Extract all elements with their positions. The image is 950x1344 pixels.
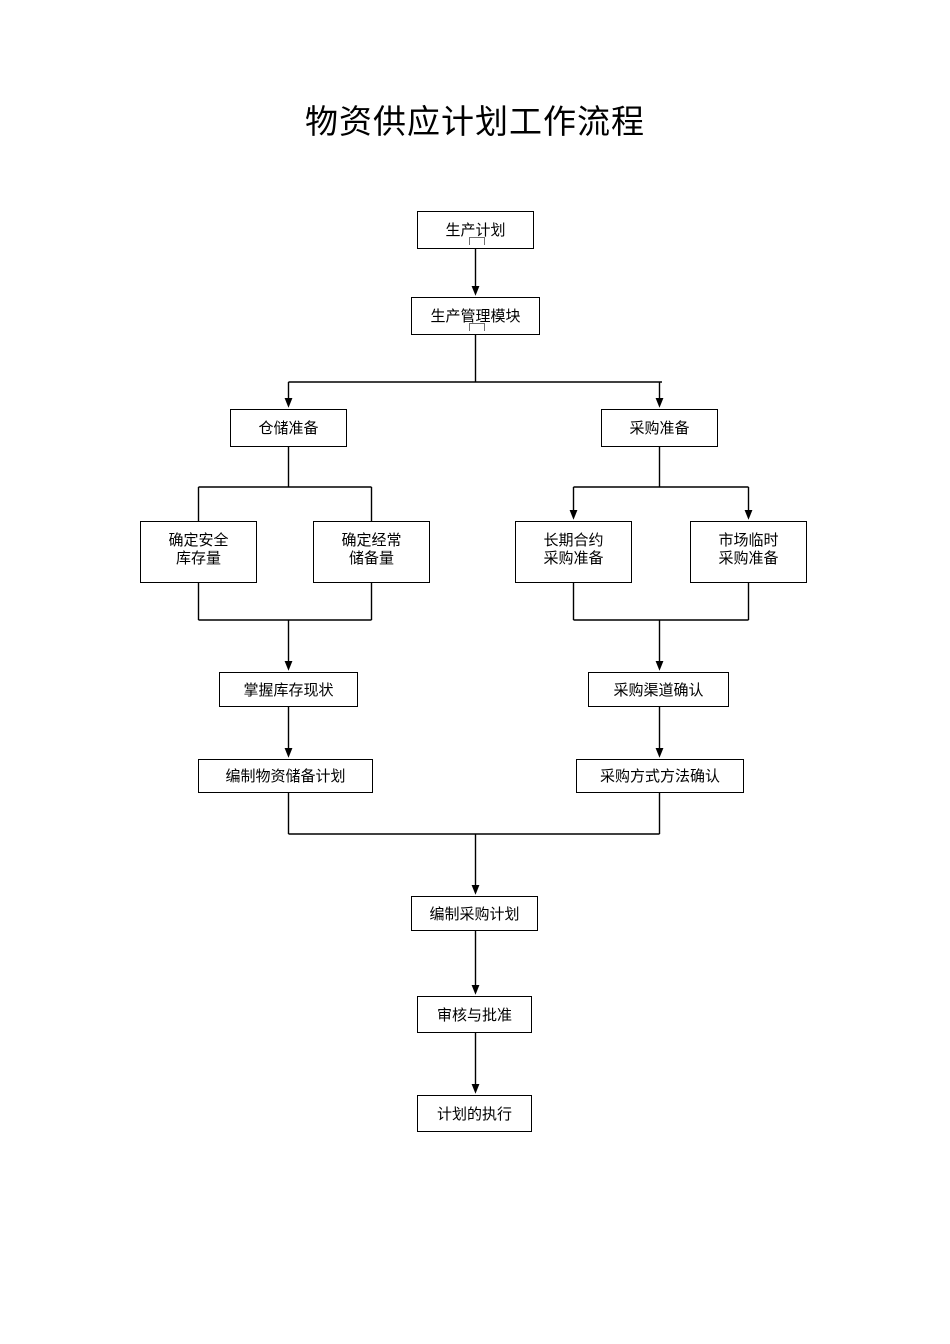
- node-ji-hua-de-zhi-xing[interactable]: 计划的执行: [417, 1095, 532, 1132]
- node-que-ding-an-quan-ku-cun-liang[interactable]: 确定安全 库存量: [140, 521, 257, 583]
- node-sheng-chan-ji-hua[interactable]: 生产计划: [417, 211, 534, 249]
- node-label: 仓储准备: [258, 419, 319, 437]
- node-shi-chang-lin-shi-cai-gou-zhun-bei[interactable]: 市场临时 采购准备: [690, 521, 807, 583]
- page-title: 物资供应计划工作流程: [305, 102, 645, 141]
- node-zhang-wo-ku-cun-xian-zhuang[interactable]: 掌握库存现状: [219, 672, 358, 707]
- node-label: 确定安全 库存量: [168, 531, 229, 567]
- node-label: 长期合约 采购准备: [543, 531, 604, 567]
- node-cang-chu-zhun-bei[interactable]: 仓储准备: [230, 409, 347, 447]
- node-label: 计划的执行: [436, 1104, 512, 1123]
- node-label: 审核与批准: [436, 1005, 512, 1024]
- node-label: 采购渠道确认: [613, 680, 704, 699]
- node-label: 编制采购计划: [429, 904, 520, 923]
- node-label: 掌握库存现状: [243, 680, 334, 699]
- node-label: 采购准备: [629, 419, 690, 437]
- node-label: 采购方式方法确认: [599, 767, 720, 785]
- node-bian-zhi-wu-zi-chu-bei-ji-hua[interactable]: 编制物资储备计划: [198, 759, 373, 793]
- node-label: 确定经常 储备量: [341, 531, 402, 567]
- node-chang-qi-he-yue-cai-gou-zhun-bei[interactable]: 长期合约 采购准备: [515, 521, 632, 583]
- node-label: 生产管理模块: [430, 307, 521, 325]
- node-cai-gou-fang-shi-fang-fa-que-ren[interactable]: 采购方式方法确认: [576, 759, 744, 793]
- node-label: 市场临时 采购准备: [718, 531, 779, 567]
- node-que-ding-jing-chang-chu-bei-liang[interactable]: 确定经常 储备量: [313, 521, 430, 583]
- node-label: 生产计划: [445, 221, 506, 239]
- node-cai-gou-qu-dao-que-ren[interactable]: 采购渠道确认: [588, 672, 729, 707]
- node-label: 编制物资储备计划: [225, 767, 346, 785]
- node-bian-zhi-cai-gou-ji-hua[interactable]: 编制采购计划: [411, 896, 538, 931]
- node-cai-gou-zhun-bei[interactable]: 采购准备: [601, 409, 718, 447]
- node-shen-he-yu-pi-zhun[interactable]: 审核与批准: [417, 996, 532, 1033]
- node-sheng-chan-guan-li-mo-kuai[interactable]: 生产管理模块: [411, 297, 540, 335]
